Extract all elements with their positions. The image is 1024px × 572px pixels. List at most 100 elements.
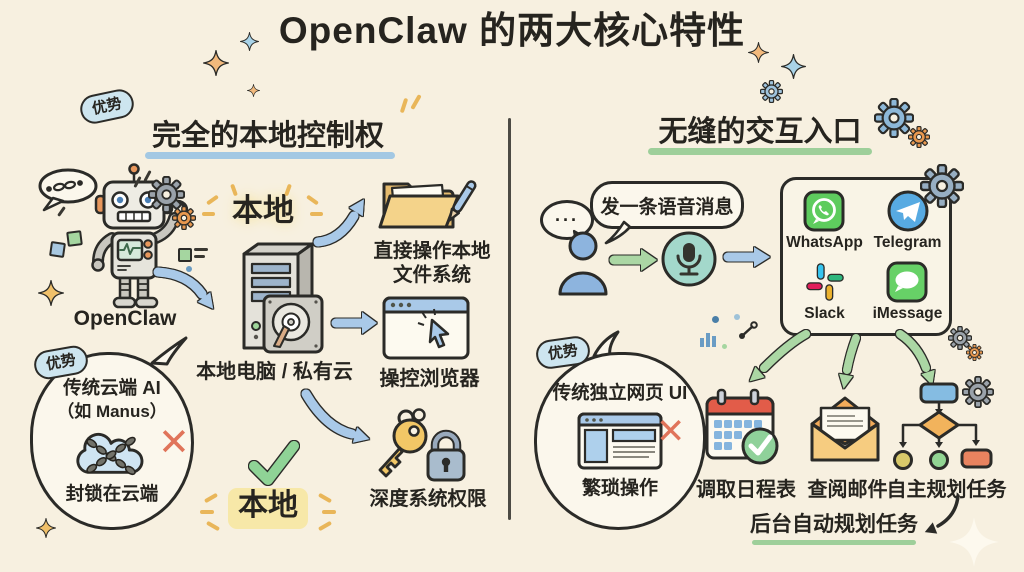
browser-illustration [382,296,470,360]
decor-bar [706,333,710,347]
ray-mark [322,510,336,514]
files-label-line2: 文件系统 [392,263,471,286]
decor-line [194,255,205,258]
robot-chat-bubble [38,168,98,212]
folder-pen-illustration [378,180,477,229]
telegram-icon [887,190,928,232]
files-label: 直接操作本地 文件系统 [362,240,502,288]
cloud-bubble-title-line1: 传统云端 AI [63,376,161,398]
browser-label: 操控浏览器 [379,368,480,390]
voice-bubble-tail [604,220,632,245]
microphone-icon [661,231,717,287]
decor-dot [712,316,719,323]
decor-square [178,248,192,262]
left-heading-underline [145,152,395,159]
keys-label: 深度系统权限 [369,488,487,510]
ui-bubble-caption: 繁琐操作 [581,477,658,499]
files-label-line1: 直接操作本地 [373,240,491,262]
cross-mark-cloud: ✕ [158,422,190,464]
right-heading: 无缝的交互入口 [658,116,862,148]
computer-label: 本地电脑 / 私有云 [196,361,353,383]
footer-note: 后台自动规划任务 [750,513,918,536]
arrow-robot-to-computer [153,267,214,309]
sparkle-icon [203,50,229,76]
key-icon [392,418,428,454]
chain-icon [46,180,83,192]
app-slack: Slack [804,261,846,323]
arrow-person-to-mic [609,249,657,271]
web-ui-window-icon [577,412,663,470]
accent-mark [410,94,422,110]
local-tag-bottom: 本地 [228,488,308,529]
decor-square [66,230,83,247]
app-label: WhatsApp [786,233,863,251]
email-illustration [810,396,880,462]
chained-cloud-icon [76,432,144,475]
decor-line [194,248,208,251]
task-label-planning: 自主规划任务 [886,479,1007,501]
sparkle-icon [948,516,1000,568]
flowchart-illustration [893,382,993,470]
app-label: Slack [804,305,845,323]
gear-icon [962,376,994,408]
ui-bubble-title: 传统独立网页 UI [552,382,688,404]
gear-icon [908,126,930,148]
app-imessage: iMessage [873,261,942,323]
node-link-icon [739,321,758,339]
decor-dot [186,266,192,272]
sparkle-icon [36,518,56,538]
section-divider [508,118,511,520]
arrow-mic-to-apps [723,247,770,267]
hard-drive-icon [262,294,324,354]
cloud-bubble-title-line2: （如 Manus） [57,402,167,422]
decor-bar [712,336,716,347]
cloud-ai-bubble: 传统云端 AI （如 Manus） 封锁在云端 [30,352,194,530]
sparkle-icon [247,84,260,97]
gear-icon [966,344,983,361]
cloud-bubble-tail [150,336,188,366]
right-heading-underline [648,148,872,155]
person-icon [558,231,608,296]
computer-tower-illustration [242,242,324,354]
ray-mark [205,520,221,532]
key-lock-illustration [378,408,466,482]
accent-mark [399,97,409,114]
local-tag-top: 本地 [232,193,294,228]
footer-underline [752,540,916,545]
thinking-dots-bubble: ··· [540,200,594,240]
decor-dot [722,344,727,349]
cursor-icon [417,308,450,349]
imessage-icon [886,261,928,303]
ray-mark [317,520,333,532]
gear-icon [920,164,964,208]
arrow-computer-to-files [313,199,364,247]
decor-dot [734,314,740,320]
arrow-apps-to-email [839,334,860,389]
arrow-computer-to-keys [301,389,370,443]
whatsapp-icon [803,190,845,232]
robot-label: OpenClaw [73,307,177,330]
calendar-illustration [705,388,779,465]
slack-icon [805,263,844,302]
arrow-apps-to-calendar [749,330,810,382]
pen-icon [448,180,477,222]
ray-mark [310,212,323,216]
ray-mark [200,510,214,514]
decor-bar [700,338,704,347]
ray-mark [202,212,215,216]
app-label: Telegram [873,233,942,251]
app-whatsapp: WhatsApp [786,190,863,252]
curved-arrow-icon [924,494,960,534]
cross-mark-ui: ✕ [656,412,686,451]
decor-square [49,241,66,258]
sparkle-icon [38,280,64,306]
ray-mark [317,492,333,504]
task-label-email: 查阅邮件 [807,479,888,501]
cloud-bubble-caption: 封锁在云端 [65,482,159,504]
ray-mark [203,492,219,504]
left-heading: 完全的本地控制权 [151,120,384,152]
task-label-calendar: 调取日程表 [696,479,796,501]
messaging-apps-panel: WhatsApp Telegram Slack [780,177,952,336]
arrow-computer-to-browser [331,312,377,334]
